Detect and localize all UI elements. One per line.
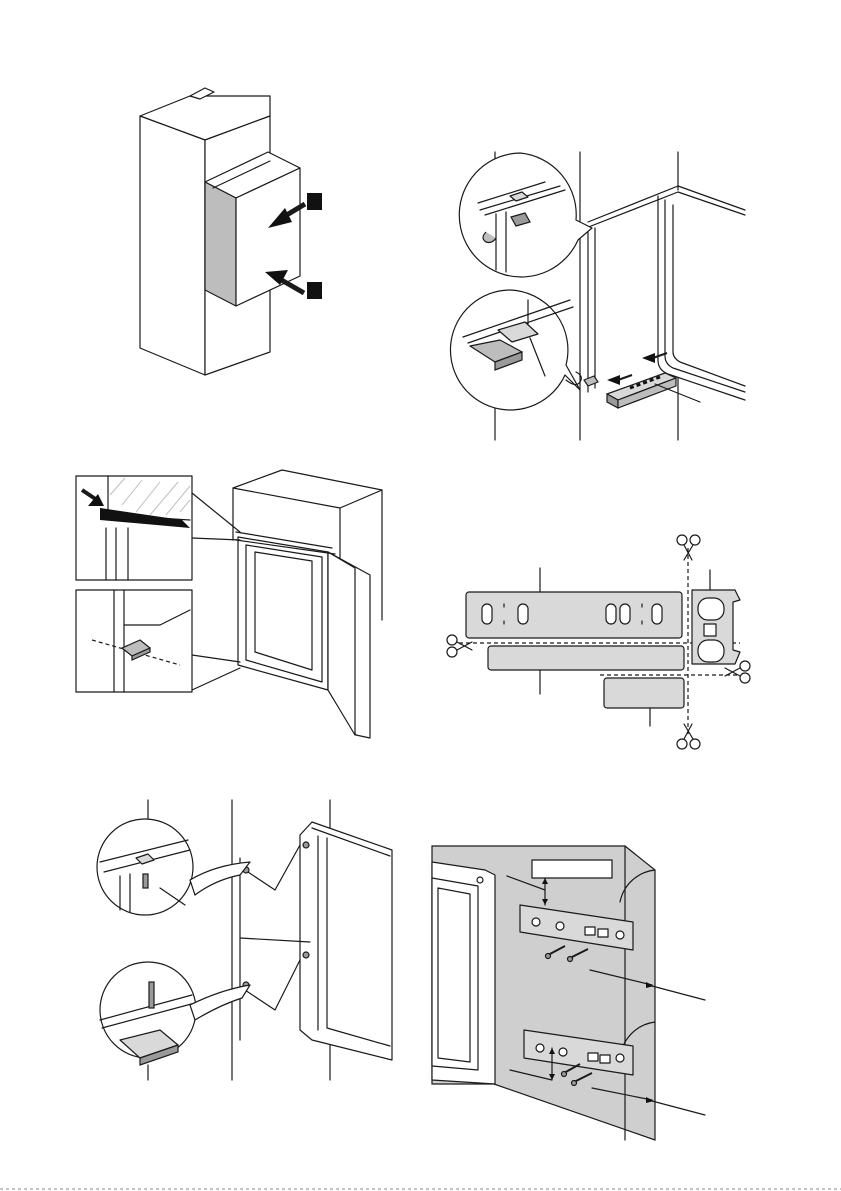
scissors-icon-bottom	[677, 724, 700, 749]
filler-strip-long	[488, 646, 684, 670]
label-box	[532, 860, 612, 878]
appliance-side	[205, 182, 236, 306]
connector-lower	[190, 985, 250, 1020]
panel-3-door-top-detail	[76, 470, 382, 738]
filler-strip-short	[604, 678, 684, 708]
panel-6-door-brackets	[432, 846, 705, 1140]
appliance-door	[300, 822, 392, 1060]
cabinet-left-side	[140, 116, 205, 375]
panel-2-bottom-detail	[450, 152, 745, 440]
panel-4-template-cut	[447, 535, 750, 749]
panel-5-screw-fixing	[97, 800, 392, 1080]
bracket-strip-long	[466, 592, 682, 638]
connector-upper	[190, 862, 250, 895]
marker-square-1	[307, 193, 322, 210]
inset-upper	[76, 476, 192, 580]
marker-square-2	[307, 282, 322, 299]
panel-1-cabinet-insert	[140, 88, 322, 375]
